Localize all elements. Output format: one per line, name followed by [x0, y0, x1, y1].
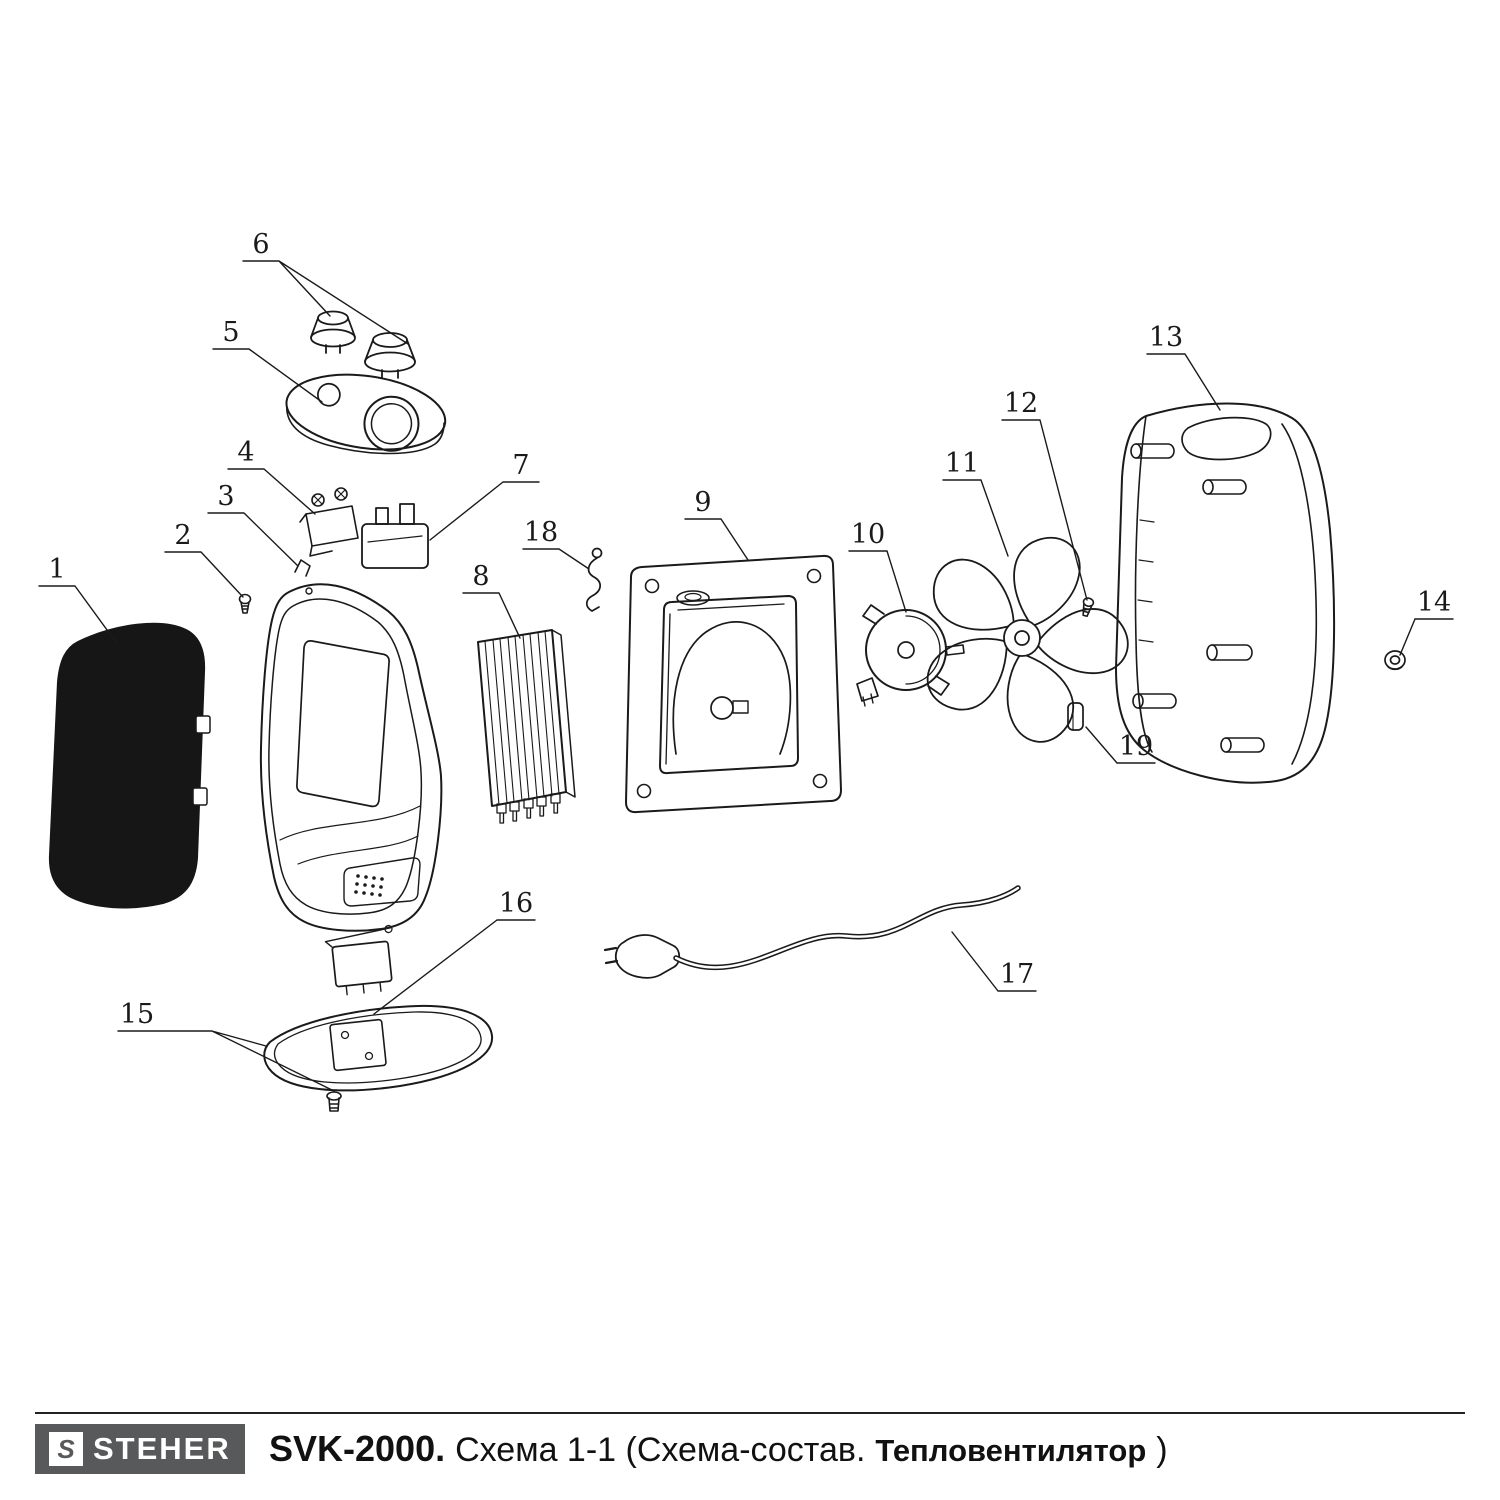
part-base-screw — [326, 1091, 342, 1112]
housing-bosses — [1130, 443, 1265, 753]
part-power-cord — [603, 885, 1021, 979]
heater-terminals — [496, 793, 561, 824]
part-label-19: 19 — [1119, 731, 1153, 762]
part-rear-duct — [625, 554, 842, 814]
diagram-caption: SVK-2000. Схема 1-1 (Схема-состав. Тепло… — [269, 1428, 1168, 1470]
part-label-15: 15 — [120, 999, 154, 1030]
steher-logo-text: STEHER — [93, 1431, 231, 1466]
part-label-11: 11 — [945, 448, 979, 479]
steher-logo: S STEHER — [35, 1424, 245, 1474]
part-label-2: 2 — [174, 520, 191, 551]
part-label-16: 16 — [499, 888, 533, 919]
part-front-housing — [259, 559, 443, 932]
part-label-8: 8 — [472, 561, 489, 592]
part-switch — [361, 503, 429, 569]
part-cord-clip — [1067, 702, 1084, 731]
part-screw-12 — [1082, 597, 1095, 618]
part-label-4: 4 — [237, 437, 254, 468]
part-top-cover — [285, 373, 447, 455]
part-knobs — [310, 310, 416, 379]
part-label-18: 18 — [524, 517, 558, 548]
part-label-13: 13 — [1149, 322, 1183, 353]
part-label-14: 14 — [1417, 587, 1451, 618]
caption-closing: ) — [1156, 1431, 1168, 1469]
part-label-5: 5 — [222, 317, 239, 348]
part-wire-clip — [585, 547, 603, 612]
part-label-3: 3 — [217, 481, 234, 512]
steher-logo-icon: S — [49, 1432, 83, 1466]
footer-divider — [35, 1412, 1465, 1414]
caption-model: SVK-2000. — [269, 1428, 446, 1469]
part-label-12: 12 — [1004, 388, 1038, 419]
part-heating-element — [477, 629, 576, 824]
part-base-plate — [263, 1004, 494, 1112]
part-label-10: 10 — [851, 519, 885, 550]
grille-dots — [354, 874, 384, 897]
diagram-canvas: 1 2 3 4 5 6 7 8 9 10 11 12 13 14 15 16 1… — [38, 229, 1454, 1112]
part-labels: 1 2 3 4 5 6 7 8 9 10 11 12 13 14 15 16 1… — [48, 229, 1451, 1030]
part-micro-switch — [324, 924, 393, 996]
part-cap-nut — [1384, 650, 1406, 671]
part-fan — [926, 537, 1129, 743]
part-front-grille — [48, 622, 211, 909]
part-rear-housing — [1115, 402, 1336, 784]
part-label-9: 9 — [694, 487, 711, 518]
leader-lines — [38, 260, 1454, 1092]
part-label-6: 6 — [252, 229, 269, 260]
footer: S STEHER SVK-2000. Схема 1-1 (Схема-сост… — [0, 1412, 1500, 1474]
caption-product: Тепловентилятор — [875, 1433, 1147, 1468]
caption-scheme: Схема 1-1 (Схема-состав. — [455, 1431, 866, 1469]
part-label-1: 1 — [48, 554, 65, 585]
part-label-7: 7 — [512, 450, 529, 481]
part-screw-2 — [238, 593, 252, 614]
part-thermostat — [299, 487, 359, 557]
part-label-17: 17 — [1000, 959, 1034, 990]
